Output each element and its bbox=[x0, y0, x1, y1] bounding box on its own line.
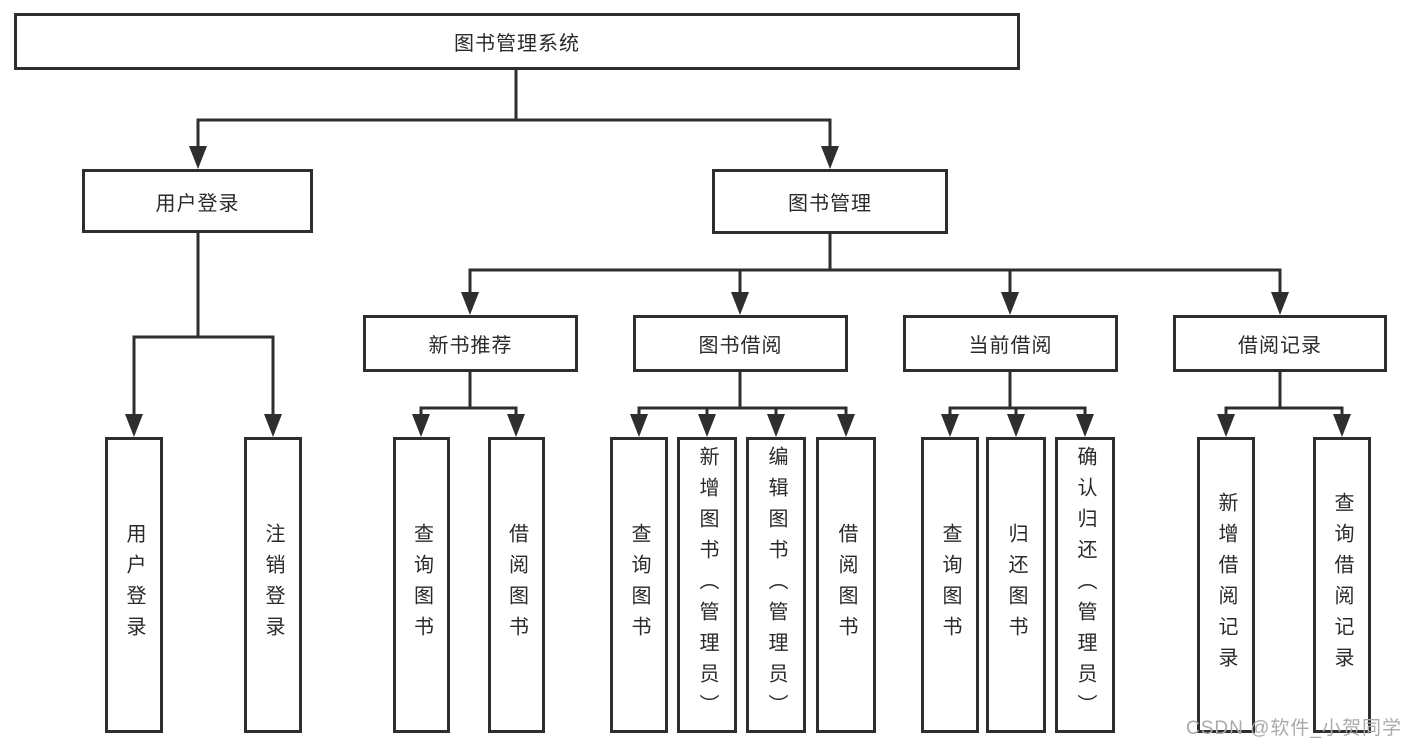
node-label: 图书管理 bbox=[788, 193, 872, 215]
arrow-down-icon bbox=[731, 292, 749, 315]
leaf-label: 查询图书 bbox=[410, 523, 433, 647]
node-book-management: 图书管理 bbox=[712, 169, 948, 234]
node-user-login: 用户登录 bbox=[82, 169, 313, 233]
arrow-down-icon bbox=[1076, 414, 1094, 437]
leaf-label: 查询图书 bbox=[939, 523, 961, 647]
node-book-borrowing: 图书借阅 bbox=[633, 315, 848, 372]
node-label: 借阅记录 bbox=[1238, 335, 1322, 357]
arrow-down-icon bbox=[1333, 414, 1351, 437]
leaf-label: 归还图书 bbox=[1005, 523, 1027, 647]
leaf-query-borrow-record: 查询借阅记录 bbox=[1313, 437, 1371, 733]
node-label: 图书管理系统 bbox=[454, 33, 580, 55]
leaf-label: 借阅图书 bbox=[835, 523, 857, 647]
leaf-query-books: 查询图书 bbox=[393, 437, 450, 733]
leaf-edit-book-admin: 编辑图书（管理员） bbox=[746, 437, 806, 733]
arrow-down-icon bbox=[1007, 414, 1025, 437]
leaf-borrow-books: 借阅图书 bbox=[488, 437, 545, 733]
arrow-down-icon bbox=[125, 414, 143, 437]
node-library-management-system: 图书管理系统 bbox=[14, 13, 1020, 70]
arrow-down-icon bbox=[821, 146, 839, 169]
arrow-down-icon bbox=[189, 146, 207, 169]
leaf-label: 新增图书（管理员） bbox=[696, 445, 718, 725]
leaf-label: 用户登录 bbox=[123, 523, 145, 647]
leaf-label: 查询借阅记录 bbox=[1331, 492, 1353, 678]
csdn-watermark: CSDN @软件_小贺同学 bbox=[1186, 718, 1402, 739]
leaf-query-books: 查询图书 bbox=[610, 437, 668, 733]
leaf-label: 注销登录 bbox=[262, 523, 284, 647]
leaf-confirm-return-admin: 确认归还（管理员） bbox=[1055, 437, 1115, 733]
arrow-down-icon bbox=[837, 414, 855, 437]
node-new-book-recommend: 新书推荐 bbox=[363, 315, 578, 372]
leaf-label: 查询图书 bbox=[628, 523, 650, 647]
node-label: 用户登录 bbox=[155, 192, 240, 215]
arrowhead-icons bbox=[125, 146, 1351, 437]
arrow-down-icon bbox=[1271, 292, 1289, 315]
arrow-down-icon bbox=[1001, 292, 1019, 315]
arrow-down-icon bbox=[412, 414, 430, 437]
arrow-down-icon bbox=[941, 414, 959, 437]
leaf-label: 新增借阅记录 bbox=[1215, 492, 1237, 678]
arrow-down-icon bbox=[507, 414, 525, 437]
arrow-down-icon bbox=[264, 414, 282, 437]
leaf-query-books: 查询图书 bbox=[921, 437, 979, 733]
arrow-down-icon bbox=[461, 292, 479, 315]
node-current-borrowing: 当前借阅 bbox=[903, 315, 1118, 372]
node-label: 当前借阅 bbox=[968, 335, 1053, 357]
arrow-down-icon bbox=[1217, 414, 1235, 437]
arrow-down-icon bbox=[767, 414, 785, 437]
leaf-user-login: 用户登录 bbox=[105, 437, 163, 733]
node-label: 新书推荐 bbox=[428, 335, 513, 357]
arrow-down-icon bbox=[698, 414, 716, 437]
node-borrow-records: 借阅记录 bbox=[1173, 315, 1387, 372]
leaf-label: 编辑图书（管理员） bbox=[765, 445, 787, 725]
leaf-return-book: 归还图书 bbox=[986, 437, 1046, 733]
leaf-add-borrow-record: 新增借阅记录 bbox=[1197, 437, 1255, 733]
leaf-add-book-admin: 新增图书（管理员） bbox=[677, 437, 737, 733]
leaf-borrow-books: 借阅图书 bbox=[816, 437, 876, 733]
leaf-logout: 注销登录 bbox=[244, 437, 302, 733]
node-label: 图书借阅 bbox=[698, 335, 783, 357]
leaf-label: 借阅图书 bbox=[505, 523, 528, 647]
leaf-label: 确认归还（管理员） bbox=[1074, 445, 1096, 725]
arrow-down-icon bbox=[630, 414, 648, 437]
